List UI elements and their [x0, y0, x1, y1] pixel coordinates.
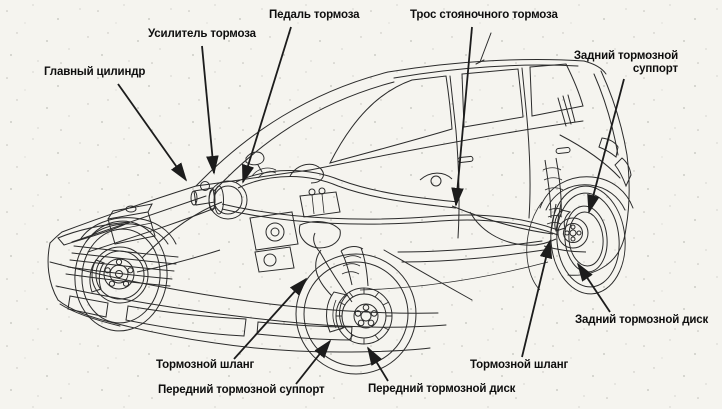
engine-bay-components-drawing	[107, 157, 564, 273]
label-rear-brake-disc: Задний тормозной диск	[575, 314, 709, 326]
arrow-parking-brake-cable	[451, 26, 473, 207]
arrow-brake-hose-front	[233, 277, 308, 360]
arrow-rear-brake-disc	[577, 262, 611, 313]
arrow-brake-hose-rear	[521, 239, 553, 358]
arrow-rear-brake-caliper	[587, 78, 625, 214]
label-brake-booster: Усилитель тормоза	[148, 28, 256, 40]
label-front-brake-caliper: Передний тормозной суппорт	[158, 384, 325, 396]
label-parking-brake-cable: Трос стояночного тормоза	[410, 9, 558, 21]
rear-wheel-brake-drawing	[526, 185, 626, 295]
label-brake-pedal: Педаль тормоза	[269, 9, 360, 21]
arrow-front-brake-disc	[367, 346, 389, 382]
arrow-front-brake-caliper	[295, 339, 332, 385]
arrow-master-cylinder	[117, 83, 188, 182]
front-brake-assembly-drawing	[295, 246, 417, 375]
label-brake-hose-front: Тормозной шланг	[156, 359, 255, 371]
label-brake-hose-rear: Тормозной шланг	[470, 359, 569, 371]
label-front-brake-disc: Передний тормозной диск	[368, 383, 516, 395]
label-rear-brake-caliper: Задний тормозной суппорт	[573, 50, 678, 75]
front-left-wheel-drawing	[74, 220, 221, 332]
brake-lines-drawing	[141, 201, 559, 303]
arrow-brake-pedal	[242, 26, 292, 184]
label-master-cylinder: Главный цилиндр	[44, 66, 146, 78]
callout-arrows	[117, 26, 625, 385]
arrow-brake-booster	[201, 45, 219, 175]
